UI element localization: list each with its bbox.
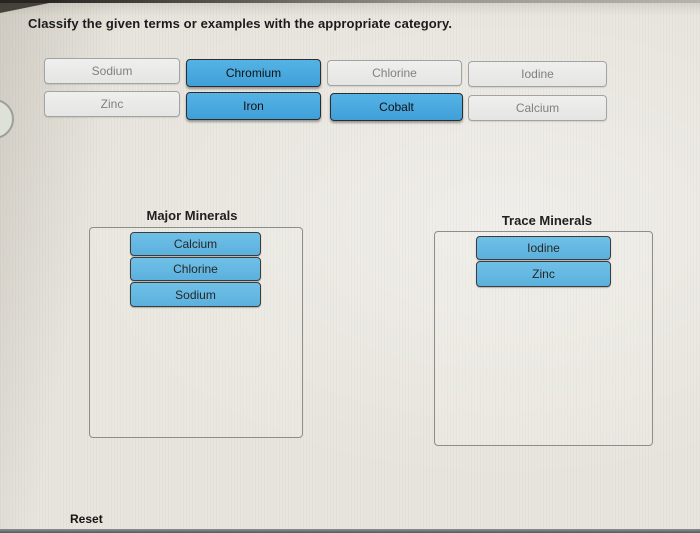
term-chip-zinc: Zinc <box>44 91 180 117</box>
edge-partial-circle <box>0 99 14 139</box>
photo-corner-shadow <box>0 0 64 13</box>
term-chip-iron[interactable]: Iron <box>186 92 321 120</box>
term-chip-calcium: Calcium <box>468 95 607 121</box>
placed-chip-calcium[interactable]: Calcium <box>130 232 261 256</box>
term-chip-chlorine: Chlorine <box>327 60 462 86</box>
term-chip-chromium[interactable]: Chromium <box>186 59 321 87</box>
placed-chip-iodine[interactable]: Iodine <box>476 236 611 260</box>
placed-chip-chlorine[interactable]: Chlorine <box>130 257 261 281</box>
category-label-trace-minerals: Trace Minerals <box>501 213 593 228</box>
placed-chip-zinc[interactable]: Zinc <box>476 261 611 287</box>
term-chip-iodine: Iodine <box>468 61 607 87</box>
reset-button[interactable]: Reset <box>70 512 103 526</box>
photo-bottom-edge <box>0 529 700 533</box>
photo-top-edge <box>0 0 700 3</box>
instruction-text: Classify the given terms or examples wit… <box>28 16 453 31</box>
category-label-major-minerals: Major Minerals <box>146 208 238 223</box>
term-chip-cobalt[interactable]: Cobalt <box>330 93 463 121</box>
term-chip-sodium: Sodium <box>44 58 180 84</box>
placed-chip-sodium[interactable]: Sodium <box>130 282 261 307</box>
